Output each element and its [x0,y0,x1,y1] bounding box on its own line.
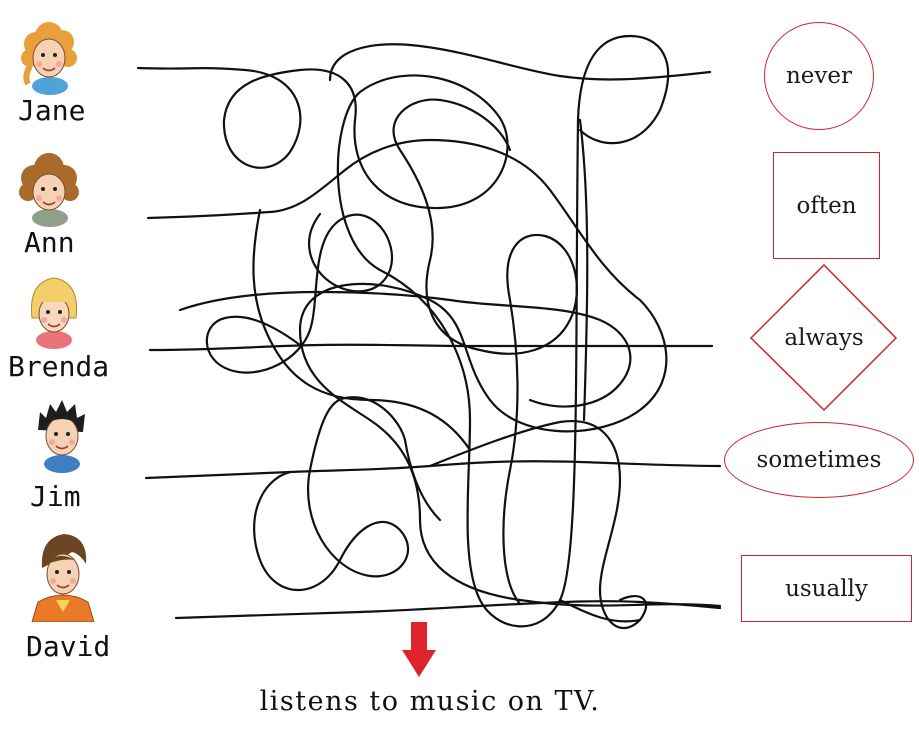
child-brenda: Brenda [0,272,130,384]
often-square-shape [773,152,880,259]
jim-face-icon [38,400,85,473]
maze-line-brenda-loops [205,212,393,374]
sentence-caption: listens to music on TV. [259,686,601,717]
child-name-david: David [26,630,111,663]
maze-line-ann [146,138,722,608]
maze-line-extra-3 [328,43,712,82]
ann-face-icon [19,153,79,227]
word-sometimes: sometimes [756,447,882,473]
child-jane: Jane [0,18,130,130]
sometimes-ellipse-shape [724,422,914,498]
usually-rectangle-shape [741,555,912,622]
maze-line-brenda [148,343,714,352]
maze-line-david [174,600,722,620]
david-face-icon [31,534,95,622]
child-jim: Jim [0,390,130,513]
maze-line-jim-loops [253,396,442,592]
down-arrow-icon [402,622,436,677]
child-name-jim: Jim [30,480,81,513]
word-often: often [796,192,857,219]
maze-line-extra-5 [558,118,642,623]
child-david: David [0,528,130,668]
never-circle-shape [764,22,874,130]
child-ann: Ann [0,152,130,264]
word-always: always [784,325,864,351]
child-name-ann: Ann [24,226,75,259]
word-never: never [785,63,853,89]
word-usually: usually [785,575,868,602]
maze-line-david-loops [392,98,578,606]
maze-line-extra-4 [252,208,472,452]
child-name-jane: Jane [18,94,86,127]
jane-face-icon [21,22,77,95]
brenda-face-icon [30,277,78,349]
maze-line-extra-1 [178,290,632,408]
maze-line-extra-2 [428,419,648,630]
child-name-brenda: Brenda [8,350,110,383]
maze-line-jane [136,34,670,628]
always-diamond-shape [749,263,898,412]
